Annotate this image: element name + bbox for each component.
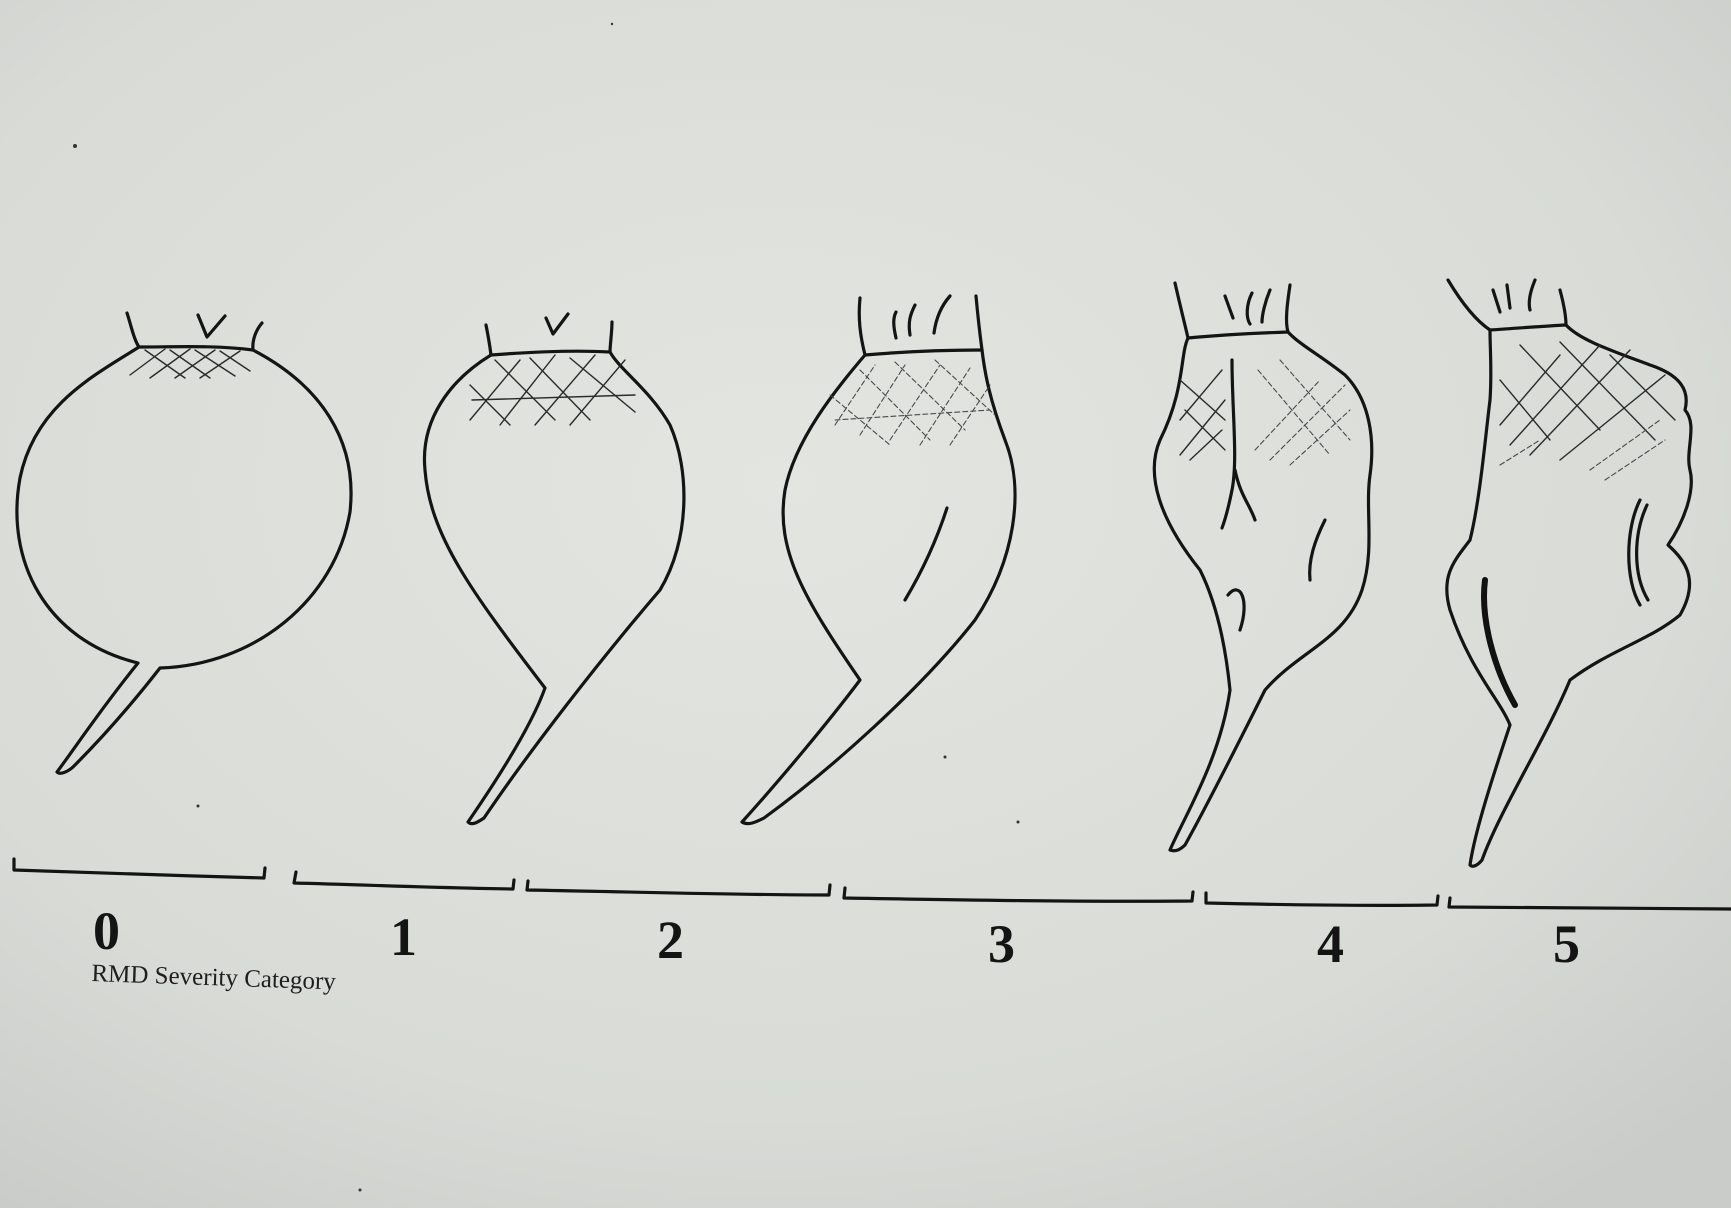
severity-label-5: 5 — [1553, 917, 1580, 971]
severity-label-2: 2 — [657, 913, 684, 967]
severity-label-1: 1 — [390, 910, 417, 964]
severity-label-0: 0 — [93, 904, 120, 958]
severity-label-4: 4 — [1317, 917, 1344, 971]
severity-label-3: 3 — [988, 917, 1015, 971]
